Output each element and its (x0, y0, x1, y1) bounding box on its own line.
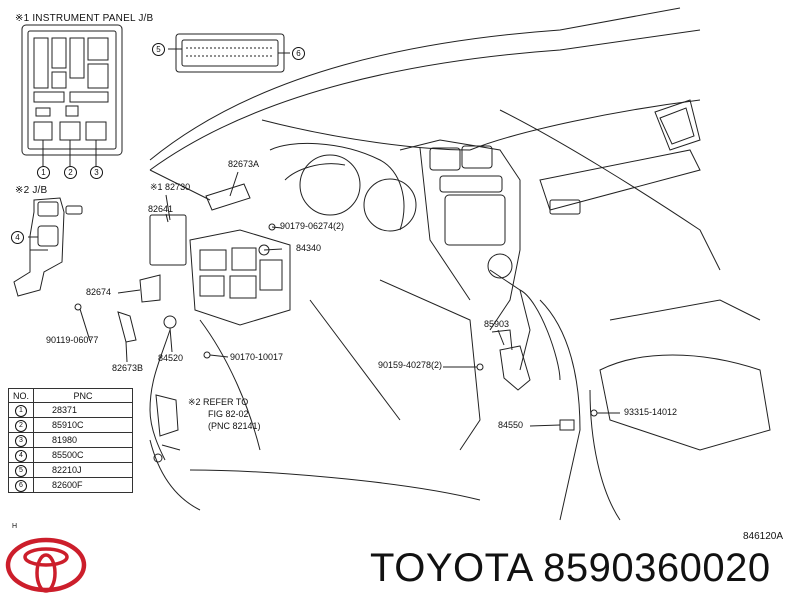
part-label-84520: 84520 (158, 353, 184, 363)
part-label-82641: 82641 (148, 204, 174, 214)
leader-lines (79, 171, 620, 427)
row-number: 3 (15, 434, 27, 447)
callout-4: 4 (11, 231, 24, 244)
diagram-code: 846120A (743, 531, 784, 542)
table-row: 1 28371 (7, 402, 134, 418)
part-label-84340: 84340 (296, 243, 322, 253)
callout-5: 5 (152, 43, 165, 56)
row-pnc: 82210J (33, 462, 134, 478)
harness-drawing (149, 329, 181, 463)
pnc-table: NO. PNC 1 28371 2 85910C 3 81980 4 85500… (7, 388, 134, 493)
table-row: 3 81980 (7, 432, 134, 448)
header-pnc: PNC (33, 388, 134, 403)
part-label-90119: 90119-06077 (46, 335, 99, 345)
callout-3: 3 (90, 166, 103, 179)
part-label-90170: 90170-10017 (230, 352, 284, 362)
callout-1: 1 (37, 166, 50, 179)
row-number: 5 (15, 464, 27, 477)
fuse-block-drawing (74, 183, 291, 359)
jb2-title: ※2 J/B (15, 185, 48, 196)
part-label-82673A: 82673A (228, 159, 260, 169)
row-number: 4 (15, 449, 27, 462)
instrument-panel-jb-drawing (21, 24, 123, 166)
row-pnc: 85910C (33, 417, 134, 433)
part-label-82673B: 82673B (112, 363, 144, 373)
callout-6: 6 (292, 47, 305, 60)
row-number: 1 (15, 404, 27, 417)
part-label-90159: 90159-40278(2) (378, 360, 443, 370)
part-label-90179: 90179-06274(2) (280, 221, 345, 231)
table-row: 4 85500C (7, 447, 134, 463)
row-pnc: 81980 (33, 432, 134, 448)
callout-2: 2 (64, 166, 77, 179)
table-row: 6 82600F (7, 477, 134, 493)
header-no: NO. (7, 388, 35, 403)
table-row: 2 85910C (7, 417, 134, 433)
part-label-93315: 93315-14012 (624, 407, 678, 417)
part-label-82730: ※1 82730 (150, 182, 191, 192)
table-row: 5 82210J (7, 462, 134, 478)
row-number: 2 (15, 419, 27, 432)
shift-parts-drawing (476, 329, 598, 431)
dashboard-drawing (149, 7, 771, 521)
toyota-logo-icon (5, 537, 87, 593)
refer-line-2: FIG 82-02 (208, 409, 249, 419)
connector-drawing (168, 33, 290, 73)
instrument-panel-title: ※1 INSTRUMENT PANEL J/B (15, 13, 154, 24)
jb2-drawing (13, 197, 83, 297)
refer-line-1: ※2 REFER TO (188, 397, 249, 407)
row-pnc: 82600F (33, 477, 134, 493)
row-pnc: 85500C (33, 447, 134, 463)
row-number: 6 (15, 479, 27, 492)
part-label-85903: 85903 (484, 319, 510, 329)
h-mark: H (12, 523, 18, 530)
row-pnc: 28371 (33, 402, 134, 418)
refer-line-3: (PNC 82141) (208, 421, 261, 431)
pnc-table-header: NO. PNC (7, 388, 134, 403)
part-label-82674: 82674 (86, 287, 112, 297)
part-label-84550: 84550 (498, 420, 524, 430)
brand-part-number: TOYOTA 8590360020 (370, 546, 771, 590)
